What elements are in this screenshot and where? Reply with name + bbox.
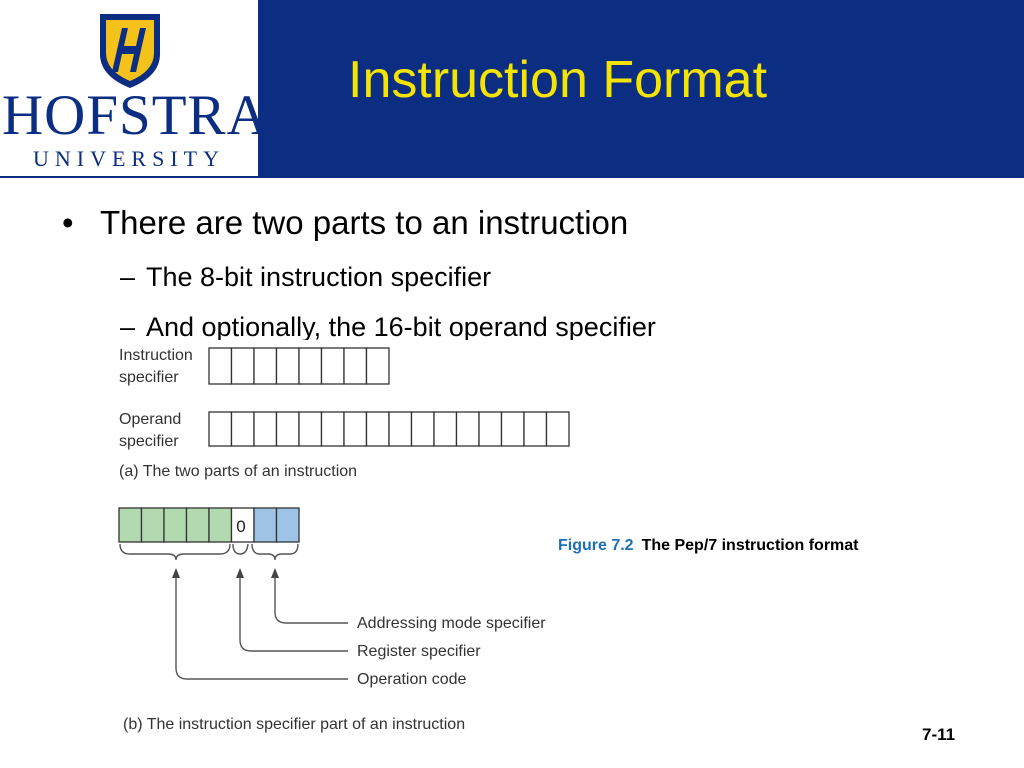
operand-label-line1: Operand	[119, 411, 181, 428]
operand-bit-cell	[455, 411, 480, 447]
operand-bit-cell	[410, 411, 435, 447]
bullet-dot: •	[62, 204, 74, 241]
instruction-bit-cell	[230, 347, 255, 385]
sub-bullet-dash: –	[120, 312, 136, 342]
sub-bullet-dash: –	[120, 262, 136, 292]
opcode-arrow-icon	[172, 568, 180, 578]
instruction-label-line1: Instruction	[119, 347, 193, 364]
instruction-bit-cell	[208, 347, 233, 385]
instruction-bit-cell	[275, 347, 300, 385]
operation-code-label: Operation code	[357, 671, 467, 688]
operand-bit-cell	[388, 411, 413, 447]
bullet-main-text: There are two parts to an instruction	[100, 204, 629, 241]
register-specifier-label: Register specifier	[357, 643, 481, 660]
instruction-specifier-cells	[208, 347, 390, 385]
operand-bit-cell	[208, 411, 233, 447]
register-arrow-icon	[236, 568, 244, 578]
operand-bit-cell	[523, 411, 548, 447]
instruction-bit-cell	[365, 347, 390, 385]
addressing-leader-line	[274, 576, 348, 624]
logo-area: HOFSTRA UNIVERSITY	[0, 0, 269, 178]
register-brace	[232, 543, 249, 555]
operand-bit-cell	[230, 411, 255, 447]
instruction-bit-cell	[320, 347, 345, 385]
operand-bit-cell	[545, 411, 570, 447]
specifier-bit-cell	[140, 507, 165, 543]
register-bit-value: 0	[236, 517, 245, 536]
specifier-bit-cell	[208, 507, 233, 543]
sub-bullet-2-text: And optionally, the 16-bit operand speci…	[146, 312, 656, 342]
operand-bit-cell	[275, 411, 300, 447]
addressing-mode-label: Addressing mode specifier	[357, 615, 546, 632]
operand-specifier-cells	[208, 411, 570, 447]
logo-subtitle: UNIVERSITY	[33, 146, 225, 171]
specifier-bit-cell	[275, 507, 300, 543]
instruction-specifier-detail-cells	[118, 507, 300, 543]
register-leader-line	[239, 576, 348, 652]
operand-bit-cell	[253, 411, 278, 447]
sub-bullet-2: –And optionally, the 16-bit operand spec…	[120, 312, 656, 343]
hofstra-shield-icon	[100, 14, 160, 88]
figure-number: Figure 7.2	[558, 537, 634, 554]
bullet-main: • There are two parts to an instruction	[62, 204, 628, 242]
addressing-arrow-icon	[271, 568, 279, 578]
operand-bit-cell	[478, 411, 503, 447]
caption-a: (a) The two parts of an instruction	[119, 463, 357, 480]
operand-bit-cell	[298, 411, 323, 447]
operand-bit-cell	[343, 411, 368, 447]
operand-bit-cell	[433, 411, 458, 447]
operand-label-line2: specifier	[119, 433, 179, 450]
operand-bit-cell	[500, 411, 525, 447]
operand-bit-cell	[365, 411, 390, 447]
instruction-bit-cell	[253, 347, 278, 385]
sub-bullet-1: –The 8-bit instruction specifier	[120, 262, 491, 293]
specifier-bit-cell	[253, 507, 278, 543]
figure-caption: Figure 7.2 The Pep/7 instruction format	[558, 537, 859, 555]
slide-number: 7-11	[922, 725, 956, 744]
operand-bit-cell	[320, 411, 345, 447]
instruction-label-line2: specifier	[119, 369, 179, 386]
header-band	[258, 0, 1024, 178]
logo-wordmark: HOFSTRA	[2, 84, 269, 147]
addressing-brace	[251, 543, 299, 561]
instruction-bit-cell	[298, 347, 323, 385]
sub-bullet-1-text: The 8-bit instruction specifier	[146, 262, 492, 292]
specifier-bit-cell	[118, 507, 143, 543]
opcode-leader-line	[175, 576, 348, 680]
caption-b: (b) The instruction specifier part of an…	[123, 716, 465, 733]
specifier-bit-cell	[163, 507, 188, 543]
slide-title: Instruction Format	[348, 51, 768, 109]
specifier-bit-cell	[185, 507, 210, 543]
header-underline	[0, 176, 258, 178]
figure-description: The Pep/7 instruction format	[641, 537, 859, 554]
opcode-brace	[119, 543, 231, 561]
instruction-bit-cell	[343, 347, 368, 385]
